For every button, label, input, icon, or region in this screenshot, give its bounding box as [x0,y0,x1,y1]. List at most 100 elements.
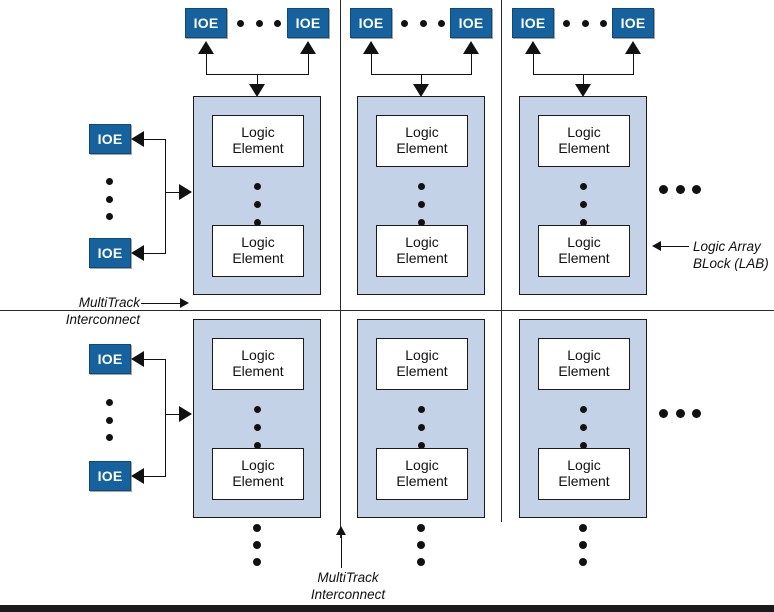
left-bus-2-riser [165,359,166,477]
left-bus-1-stem-top [144,139,165,140]
lab-r2c1[interactable]: Logic Element Logic Element [193,319,321,518]
lab-r2c2[interactable]: Logic Element Logic Element [357,319,485,518]
top-ioe-2a[interactable]: IOE [350,8,392,38]
lab-callout: Logic Array BLock (LAB) [693,239,769,273]
dot [659,408,668,418]
top-ioe-2b[interactable]: IOE [450,8,492,38]
dot [579,524,587,532]
dot [418,406,425,413]
dot [418,442,425,449]
lab-r1c1[interactable]: Logic Element Logic Element [193,96,321,295]
top-bus-3-drop [583,74,584,86]
logic-element-line1: Logic [241,347,275,364]
top-bus-1-arrowhead-down [249,84,265,97]
logic-element-line1: Logic [567,234,601,251]
logic-element[interactable]: Logic Element [538,448,630,500]
dot [692,184,701,194]
multitrack-bottom-line2: Interconnect [310,586,386,602]
top-ioe-1a[interactable]: IOE [185,8,227,38]
lab-callout-arrowhead [652,241,661,251]
left-bus-2-arrowhead-top [131,351,144,367]
logic-element[interactable]: Logic Element [376,448,468,500]
dot [255,20,263,27]
dot [580,219,587,226]
top-bus-2-stem-right [471,52,472,74]
left-ioe-2-bottom[interactable]: IOE [89,461,131,491]
logic-element-line2: Element [558,140,610,156]
lab-r1c2[interactable]: Logic Element Logic Element [357,96,485,295]
logic-element[interactable]: Logic Element [212,225,304,277]
logic-element[interactable]: Logic Element [538,115,630,167]
dot [274,20,281,27]
top-bus-3-arrowhead-left [525,41,541,54]
top-bus-1-stem-right [308,52,309,74]
lab-r1c3[interactable]: Logic Element Logic Element [519,96,647,295]
top-bus-3-arrowhead-right [625,41,641,54]
dot [253,541,261,549]
column-divider-1 [340,0,341,538]
top-ioe-3b[interactable]: IOE [612,8,654,38]
lab-r1c3-ellipsis [580,183,587,226]
left-ioe-2-top[interactable]: IOE [89,344,131,374]
logic-element[interactable]: Logic Element [376,338,468,390]
ioe-label: IOE [97,131,123,147]
multitrack-left-line1: MultiTrack [78,295,140,310]
dot [106,416,113,424]
logic-element-line1: Logic [241,457,275,474]
logic-element[interactable]: Logic Element [212,115,304,167]
logic-element-line2: Element [396,250,448,266]
dot [254,406,261,413]
left-bus-2-stem-bottom [144,476,165,477]
top-ioe-3a[interactable]: IOE [512,8,554,38]
dot [254,219,261,226]
ioe-label: IOE [97,468,123,484]
logic-element-line1: Logic [567,347,601,364]
top-ioe-group-3-ellipsis [563,20,607,27]
lab-r2c2-ellipsis [418,406,425,449]
logic-element[interactable]: Logic Element [538,338,630,390]
dot [579,558,587,566]
ioe-label: IOE [520,15,546,31]
dot [580,201,587,208]
dot [106,434,113,441]
dot [418,219,425,226]
dot [106,178,113,185]
column-divider-2 [501,0,502,522]
dot [401,20,408,27]
dot [418,201,425,208]
dot [581,20,589,27]
ioe-label: IOE [358,15,384,31]
lab-callout-leader-line [661,246,689,247]
logic-element-line1: Logic [405,234,439,251]
ioe-label: IOE [193,15,219,31]
dot [438,20,445,27]
dot [417,524,425,532]
logic-element-line1: Logic [241,124,275,141]
logic-element-line2: Element [396,363,448,379]
logic-element[interactable]: Logic Element [212,338,304,390]
multitrack-bottom-leader-arrowhead [336,526,346,535]
logic-element-line2: Element [396,140,448,156]
ioe-label: IOE [295,15,321,31]
lab-callout-line2: BLock (LAB) [693,255,769,271]
logic-element[interactable]: Logic Element [538,225,630,277]
left-ioe-1-bottom[interactable]: IOE [89,238,131,268]
top-ioe-1b[interactable]: IOE [287,8,329,38]
logic-element-line2: Element [558,250,610,266]
logic-element-line1: Logic [567,457,601,474]
lab-r2c3-ellipsis [580,406,587,449]
lab-r1c1-ellipsis [254,183,261,226]
dot [106,213,113,220]
lab-r2c3[interactable]: Logic Element Logic Element [519,319,647,518]
left-ioe-group-2-ellipsis [106,399,113,441]
logic-element-line1: Logic [405,347,439,364]
dot [254,183,261,190]
multitrack-left-line2: Interconnect [65,311,140,327]
lab-r1c2-ellipsis [418,183,425,226]
top-bus-1-arrowhead-right [300,41,316,54]
left-ioe-1-top[interactable]: IOE [89,124,131,154]
logic-element[interactable]: Logic Element [376,225,468,277]
logic-element[interactable]: Logic Element [212,448,304,500]
logic-element[interactable]: Logic Element [376,115,468,167]
lab-r2c1-ellipsis [254,406,261,449]
